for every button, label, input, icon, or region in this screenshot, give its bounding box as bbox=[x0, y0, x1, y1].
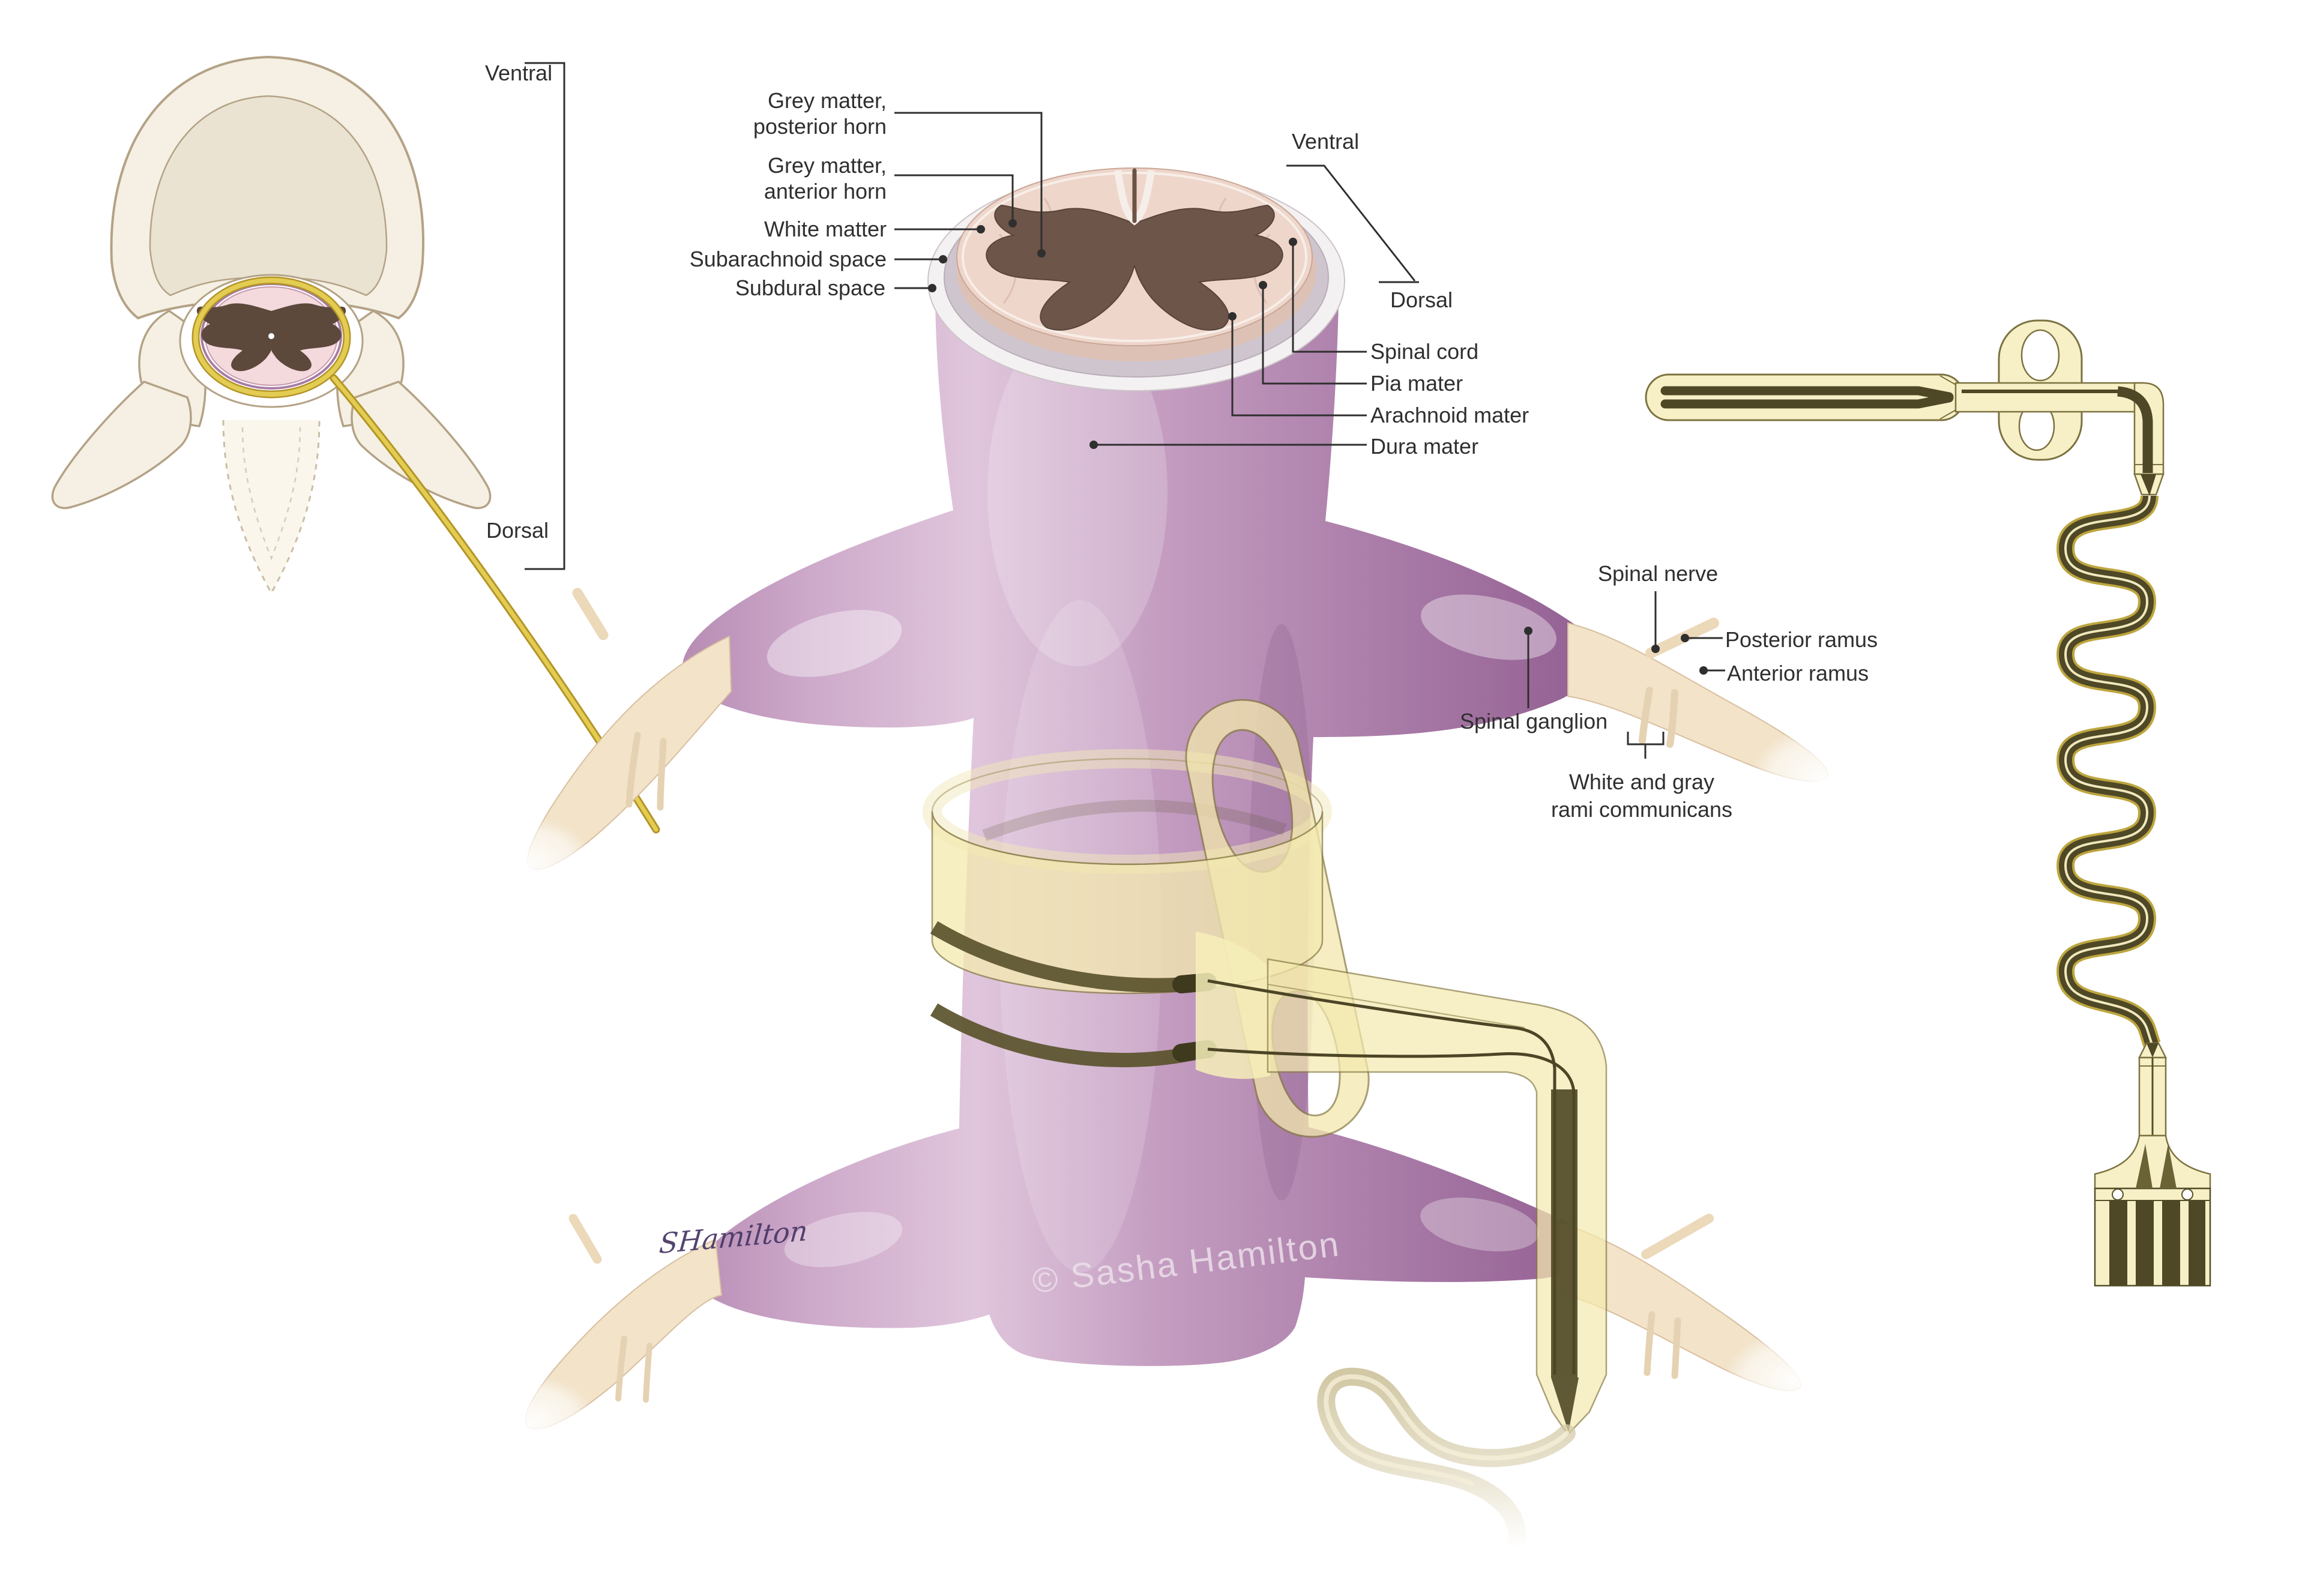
label-subdural-space: Subdural space bbox=[735, 276, 885, 300]
device-electrode-cylinder bbox=[1645, 373, 1965, 421]
label-posterior-ramus: Posterior ramus bbox=[1725, 627, 1878, 652]
label-pia-mater: Pia mater bbox=[1370, 371, 1463, 396]
orientation-bracket bbox=[525, 62, 565, 570]
label-spinal-cord: Spinal cord bbox=[1370, 339, 1479, 364]
label-arachnoid-mater: Arachnoid mater bbox=[1370, 403, 1529, 427]
cuff-electrode-implant bbox=[923, 699, 1607, 1559]
grey-matter-butterfly bbox=[986, 204, 1283, 331]
label-white-matter: White matter bbox=[764, 217, 887, 241]
label-dorsal: Dorsal bbox=[1390, 288, 1453, 312]
label-rami-communicans: White and gray rami communicans bbox=[1550, 769, 1733, 822]
serpentine-lead bbox=[2056, 495, 2161, 1047]
label-anterior-ramus: Anterior ramus bbox=[1727, 661, 1869, 685]
cord-cross-section bbox=[927, 167, 1345, 391]
distal-lead-wire bbox=[1317, 1367, 1576, 1559]
label-ventral: Ventral bbox=[1292, 129, 1360, 154]
spinal-cord-illustration bbox=[462, 167, 1894, 1559]
label-dura-mater: Dura mater bbox=[1370, 434, 1479, 459]
peripheral-nerves bbox=[525, 588, 1830, 1430]
spinal-cord-column bbox=[682, 300, 1598, 1366]
label-grey-matter-posterior-horn: Grey matter, posterior horn bbox=[753, 88, 887, 139]
label-spinal-nerve: Spinal nerve bbox=[1598, 561, 1719, 586]
label-spinal-ganglion: Spinal ganglion bbox=[1460, 709, 1608, 733]
label-dorsal-left: Dorsal bbox=[486, 518, 549, 543]
vertebra-illustration bbox=[51, 55, 660, 834]
cuff-electrode-device bbox=[1645, 319, 2211, 1287]
suture-hole-top bbox=[2020, 329, 2060, 382]
lead-connector bbox=[2094, 1042, 2211, 1287]
leader-lines bbox=[525, 62, 1725, 759]
label-subarachnoid-space: Subarachnoid space bbox=[689, 247, 887, 271]
label-ventral-left: Ventral bbox=[485, 61, 553, 85]
label-grey-matter-anterior-horn: Grey matter, anterior horn bbox=[764, 153, 887, 203]
